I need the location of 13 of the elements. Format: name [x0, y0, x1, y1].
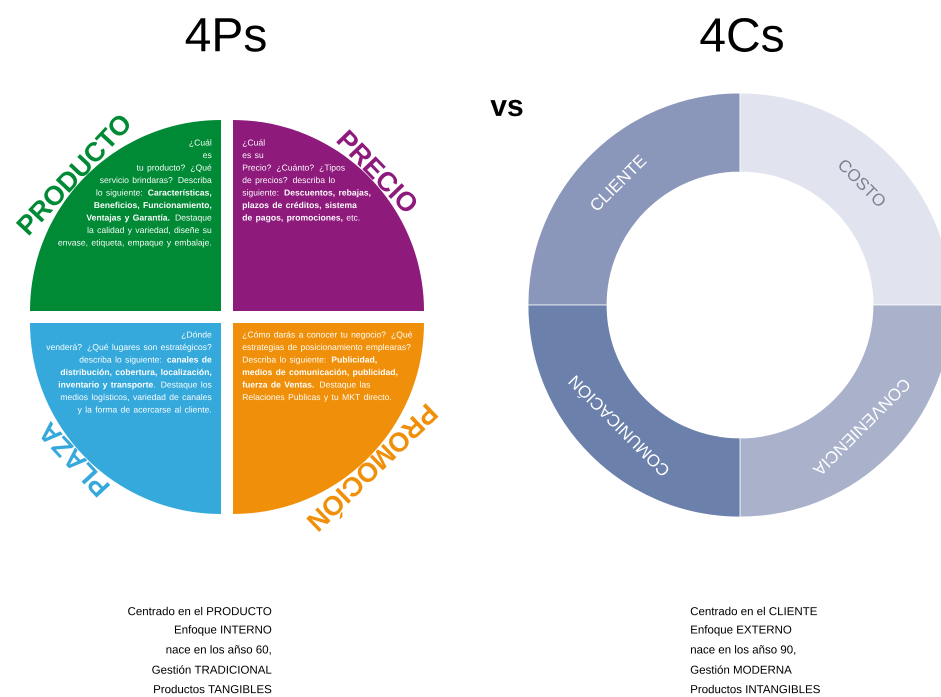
- note-line: Gestión TRADICIONAL: [152, 665, 272, 674]
- note-line: Centrado en el PRODUCTO: [128, 606, 272, 616]
- note-line: nace en los añso 90,: [690, 645, 796, 655]
- note-line: Gestión MODERNA: [690, 665, 792, 674]
- note-line: Productos INTANGIBLES: [691, 684, 820, 694]
- note-line: Enfoque EXTERNO: [691, 625, 792, 636]
- note-line: Centrado en el CLIENTE: [690, 606, 817, 616]
- note-line: Productos TANGIBLES: [154, 684, 272, 694]
- note-line: nace en los añso 60,: [166, 645, 271, 655]
- heading: 4Ps: [186, 18, 266, 52]
- heading: 4Cs: [700, 18, 783, 52]
- versus-label: vs: [490, 100, 522, 116]
- note-line: Enfoque INTERNO: [174, 625, 272, 636]
